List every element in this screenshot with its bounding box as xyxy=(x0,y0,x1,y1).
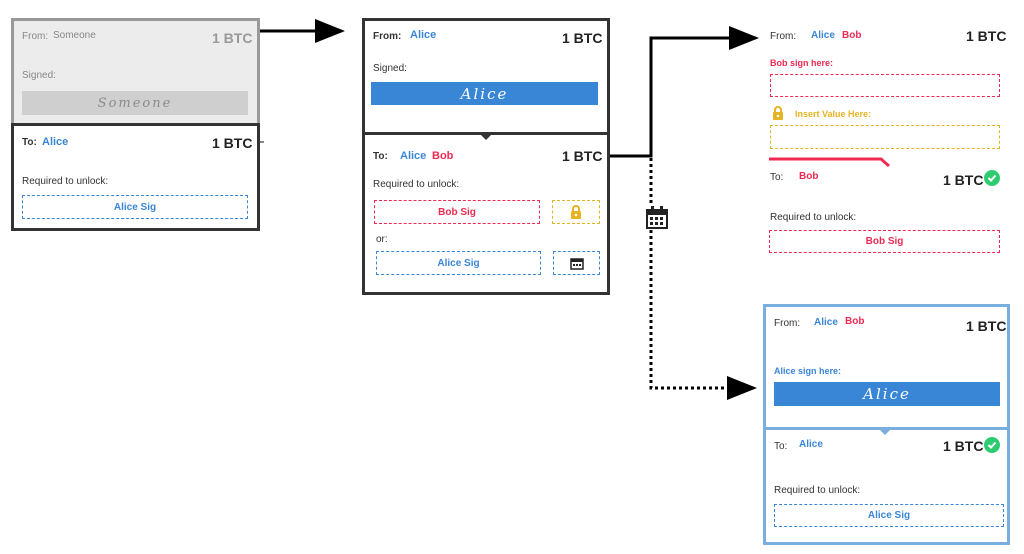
card1-to-amount: 1 BTC xyxy=(212,135,253,151)
card2-signature: Alice xyxy=(371,82,598,105)
card3-insert-value: Insert Value Here: xyxy=(795,109,872,119)
card2-divider-notch xyxy=(478,132,494,140)
card1-from-name: Someone xyxy=(53,30,96,41)
card2-from-name: Alice xyxy=(410,29,437,41)
check-icon xyxy=(984,437,1000,453)
card1-alice-sig: Alice Sig xyxy=(22,195,248,219)
card3-sign-here: Bob sign here: xyxy=(770,58,834,68)
card3-to-name: Bob xyxy=(799,171,819,182)
card3-divider xyxy=(769,157,890,168)
card1-signature: Someone xyxy=(22,91,248,115)
calendar-icon xyxy=(569,258,584,270)
card2-timelock-box xyxy=(553,251,600,275)
card2-from-label: From: xyxy=(373,31,402,42)
card3-from-name-alice: Alice xyxy=(811,30,835,41)
card2-to-label: To: xyxy=(373,151,388,162)
card3-from-label: From: xyxy=(770,31,797,42)
arrow-card1-to-card2 xyxy=(256,19,345,43)
lock-icon xyxy=(571,205,581,219)
card2-signed-label: Signed: xyxy=(373,63,407,74)
card3-from-name-bob: Bob xyxy=(842,30,862,41)
card4-to-amount: 1 BTC xyxy=(943,438,984,454)
card4-to-name: Alice xyxy=(799,439,823,450)
card2-to-amount: 1 BTC xyxy=(562,148,603,164)
card-1-output xyxy=(11,123,260,231)
card2-required-label: Required to unlock: xyxy=(373,179,460,190)
card1-to-label: To: xyxy=(22,137,37,148)
card2-lock-box xyxy=(552,200,600,224)
card4-alice-sig: Alice Sig xyxy=(774,504,1004,527)
card2-bob-sig: Bob Sig xyxy=(374,200,540,224)
card-2-transaction xyxy=(362,18,610,295)
card1-required-label: Required to unlock: xyxy=(22,176,109,187)
calendar-icon xyxy=(645,204,669,230)
card4-from-name-alice: Alice xyxy=(814,317,838,328)
card2-or-label: or: xyxy=(376,234,388,245)
card4-signature: Alice xyxy=(774,382,1000,406)
card4-required-label: Required to unlock: xyxy=(774,485,861,496)
card3-to-label: To: xyxy=(770,172,784,183)
card2-to-name-alice: Alice xyxy=(400,150,427,162)
card4-from-label: From: xyxy=(774,318,801,329)
card2-to-name-bob: Bob xyxy=(432,150,454,162)
card4-from-name-bob: Bob xyxy=(845,316,865,327)
card4-amount: 1 BTC xyxy=(966,318,1007,334)
card3-bob-sig: Bob Sig xyxy=(769,230,1000,253)
card4-to-label: To: xyxy=(774,441,788,452)
card2-alice-sig: Alice Sig xyxy=(376,251,541,275)
card3-required-label: Required to unlock: xyxy=(770,212,857,223)
card3-amount: 1 BTC xyxy=(966,28,1007,44)
card1-to-name: Alice xyxy=(42,136,69,148)
check-icon xyxy=(984,170,1000,186)
card1-from-label: From: xyxy=(22,31,49,42)
card2-amount: 1 BTC xyxy=(562,30,603,46)
arrow-card2-to-card4-timelock xyxy=(649,158,757,400)
card4-divider-notch xyxy=(877,427,893,435)
card1-amount: 1 BTC xyxy=(212,30,253,46)
arrow-card2-to-card3 xyxy=(606,26,759,158)
card4-sign-here: Alice sign here: xyxy=(774,366,842,376)
lock-icon xyxy=(771,106,785,125)
card3-value-field[interactable] xyxy=(770,125,1000,149)
card1-signed-label: Signed: xyxy=(22,70,56,81)
card3-to-amount: 1 BTC xyxy=(943,172,984,188)
card3-bob-sign-field[interactable] xyxy=(770,74,1000,97)
